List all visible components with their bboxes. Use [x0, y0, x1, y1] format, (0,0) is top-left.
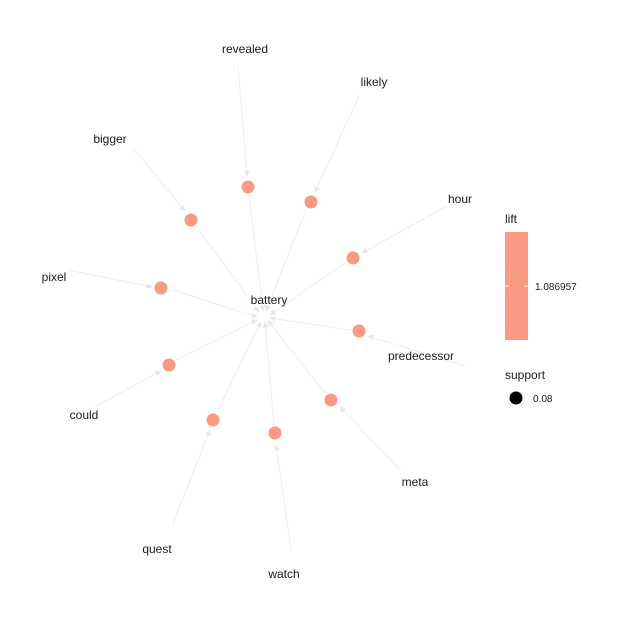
edge-rule-likely-battery: [265, 209, 307, 312]
edge-rule-predecessor-battery: [269, 315, 351, 331]
lift-legend-title: lift: [505, 212, 518, 226]
rule-node-pixel: [154, 281, 168, 295]
edge-rule-could-battery: [175, 319, 258, 361]
edge-pixel: [67, 269, 153, 289]
edge-rule-hour-battery: [269, 262, 346, 316]
rule-node-bigger: [184, 213, 198, 227]
edge-watch: [273, 444, 292, 551]
edge-rule-bigger-battery: [195, 225, 260, 313]
rule-node-could: [162, 358, 176, 372]
edge-rule-pixel-battery: [169, 288, 258, 319]
item-label-could: could: [70, 408, 99, 422]
edge-rule-quest-battery: [216, 321, 262, 413]
item-label-center: battery: [251, 293, 288, 307]
edge-rule-revealed-battery: [248, 194, 266, 312]
item-labels: battery revealed likely bigger hour pixe…: [42, 42, 472, 581]
edges: [67, 65, 466, 551]
item-label-pixel: pixel: [42, 270, 67, 284]
rule-node-meta: [324, 393, 338, 407]
edge-revealed: [237, 65, 250, 177]
item-label-watch: watch: [267, 567, 299, 581]
lift-legend-value: 1.086957: [535, 282, 577, 293]
rule-node-quest: [206, 413, 220, 427]
rule-node-likely: [304, 195, 318, 209]
item-label-predecessor: predecessor: [388, 349, 454, 363]
item-label-meta: meta: [402, 475, 429, 489]
edge-quest: [171, 429, 211, 527]
edge-bigger: [132, 147, 186, 212]
item-label-revealed: revealed: [222, 42, 268, 56]
support-legend-key: [509, 391, 523, 405]
legend: lift 1.086957 support 0.08: [505, 212, 577, 405]
edge-meta: [339, 406, 401, 471]
edge-predecessor: [367, 334, 466, 367]
edge-likely: [314, 95, 360, 193]
item-label-bigger: bigger: [93, 132, 126, 146]
item-label-hour: hour: [448, 192, 472, 206]
lift-color-bar: [505, 232, 528, 340]
edge-rule-meta-battery: [267, 320, 326, 394]
support-legend-value: 0.08: [533, 394, 553, 405]
rule-node-predecessor: [352, 324, 366, 338]
edge-rule-watch-battery: [262, 321, 275, 426]
rule-node-revealed: [241, 180, 255, 194]
support-legend-title: support: [505, 368, 546, 382]
rule-nodes: [154, 180, 366, 440]
item-label-likely: likely: [361, 75, 388, 89]
edge-hour: [361, 205, 448, 254]
rule-node-hour: [346, 251, 360, 265]
rule-node-watch: [268, 426, 282, 440]
edge-could: [95, 370, 162, 407]
item-label-quest: quest: [142, 542, 172, 556]
